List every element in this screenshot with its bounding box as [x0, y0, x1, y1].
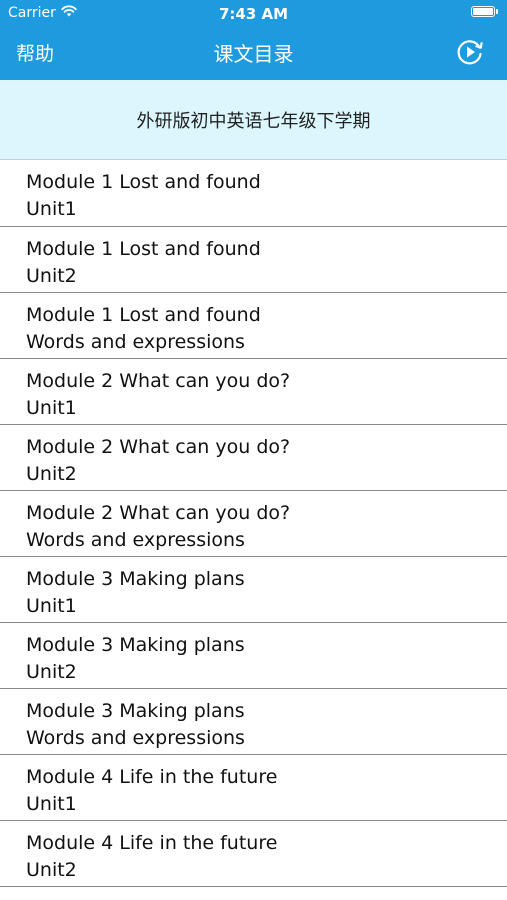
navigation-bar: 帮助 课文目录	[0, 28, 507, 80]
play-button[interactable]	[455, 37, 485, 67]
status-time: 7:43 AM	[218, 5, 289, 23]
lesson-unit-label: Unit1	[26, 397, 77, 419]
lesson-unit-label: Unit2	[26, 661, 77, 683]
lesson-module-label: Module 1 Lost and found	[26, 238, 261, 260]
page-title: 课文目录	[213, 42, 294, 66]
wifi-icon	[61, 5, 77, 21]
lesson-unit-label: Words and expressions	[26, 529, 245, 551]
lesson-module-label: Module 2 What can you do?	[26, 502, 291, 524]
battery-level	[473, 8, 493, 15]
lesson-unit-label: Words and expressions	[26, 727, 245, 749]
lesson-module-label: Module 3 Making plans	[26, 634, 245, 656]
status-bar: Carrier 7:43 AM	[0, 0, 507, 28]
lesson-unit-label: Words and expressions	[26, 331, 245, 353]
help-button[interactable]: 帮助	[16, 43, 55, 65]
lesson-unit-label: Unit1	[26, 793, 77, 815]
header: Carrier 7:43 AM 帮助 课文目录	[0, 0, 507, 80]
lesson-row[interactable]: Module 2 What can you do? Unit2	[0, 425, 507, 491]
lesson-row[interactable]: Module 2 What can you do? Words and expre…	[0, 491, 507, 557]
lesson-row[interactable]: Module 2 What can you do? Unit1	[0, 359, 507, 425]
lesson-unit-label: Unit2	[26, 265, 77, 287]
lesson-unit-label: Unit2	[26, 463, 77, 485]
book-title-band: 外研版初中英语七年级下学期	[0, 80, 507, 160]
lesson-module-label: Module 4 Life in the future	[26, 832, 278, 854]
lesson-module-label: Module 3 Making plans	[26, 568, 245, 590]
book-title: 外研版初中英语七年级下学期	[136, 110, 371, 132]
lesson-module-label: Module 1 Lost and found	[26, 171, 261, 193]
lesson-module-label: Module 4 Life in the future	[26, 766, 278, 788]
battery-icon	[471, 6, 498, 17]
lesson-module-label: Module 2 What can you do?	[26, 436, 291, 458]
lesson-unit-label: Unit1	[26, 198, 77, 220]
lesson-module-label: Module 3 Making plans	[26, 700, 245, 722]
play-circle-icon	[457, 40, 483, 65]
lesson-unit-label: Unit2	[26, 859, 77, 881]
carrier-label: Carrier	[8, 5, 56, 21]
lesson-unit-label: Unit1	[26, 595, 77, 617]
status-left: Carrier	[8, 5, 77, 21]
lesson-module-label: Module 1 Lost and found	[26, 304, 261, 326]
lesson-module-label: Module 2 What can you do?	[26, 370, 291, 392]
